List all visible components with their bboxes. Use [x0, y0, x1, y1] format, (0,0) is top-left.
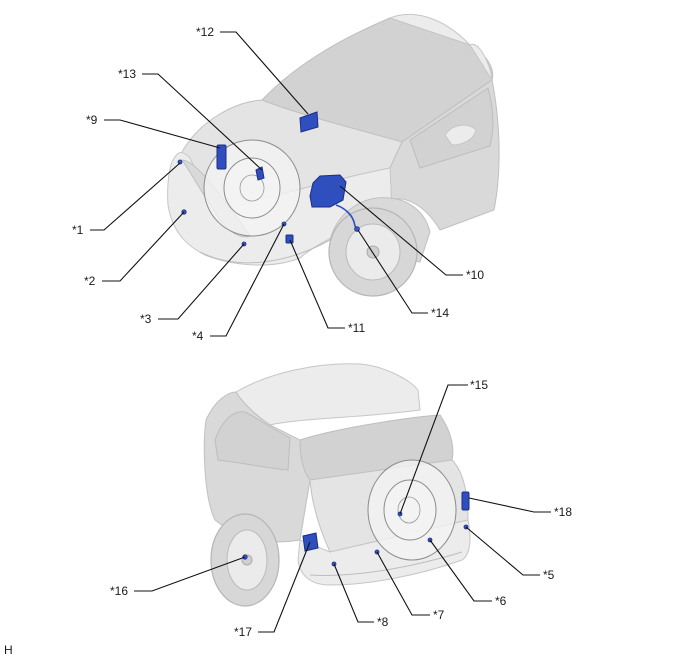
leader-1	[90, 162, 181, 231]
callout-17: *17	[234, 625, 252, 639]
callout-3: *3	[140, 312, 152, 326]
leader-4	[210, 223, 285, 337]
callout-14: *14	[431, 306, 449, 320]
leader-6	[429, 539, 492, 602]
front-sensor-1	[177, 159, 183, 165]
rear-radar-sensor	[461, 491, 470, 511]
front-radar-sensor	[216, 144, 227, 170]
callout-13: *13	[118, 67, 136, 81]
leader-3	[158, 243, 245, 320]
leader-8	[333, 563, 374, 623]
callout-5: *5	[543, 568, 555, 582]
callout-11: *11	[348, 321, 365, 335]
callout-9: *9	[86, 113, 98, 127]
leader-5	[465, 526, 540, 576]
rear-side-window	[214, 411, 291, 471]
leader-16	[134, 556, 246, 592]
callout-8: *8	[377, 615, 389, 629]
callout-18: *18	[554, 505, 572, 519]
leader-13	[142, 73, 263, 171]
leader-10	[339, 185, 463, 276]
front-control-module	[299, 111, 319, 133]
leader-11	[289, 239, 345, 329]
callout-2: *2	[84, 274, 96, 288]
rear-side-module	[302, 532, 319, 552]
front-mirror	[444, 124, 477, 146]
callout-7: *7	[433, 608, 445, 622]
rear-vehicle-view	[203, 363, 471, 607]
front-small-actuator	[255, 166, 265, 181]
figure-code: H	[4, 643, 13, 657]
leader-15	[399, 384, 468, 515]
leader-14	[357, 229, 428, 314]
leader-18	[468, 497, 551, 513]
callout-labels: *1 *2 *3 *4 *9 *13 *12 *10 *11 *14 *15 *…	[72, 25, 572, 639]
front-lower-sensor	[285, 234, 294, 244]
leader-17	[258, 541, 311, 633]
front-ecu-assembly	[309, 174, 347, 208]
rear-roof	[235, 363, 421, 426]
callout-1: *1	[72, 223, 84, 237]
callout-12: *12	[196, 25, 214, 39]
callout-6: *6	[495, 594, 507, 608]
leader-7	[376, 551, 430, 616]
front-vehicle-view	[167, 13, 500, 297]
leader-2	[102, 211, 185, 282]
leader-12	[220, 31, 309, 115]
leader-lines	[90, 31, 551, 633]
callout-16: *16	[110, 584, 128, 598]
callout-15: *15	[470, 378, 488, 392]
callout-4: *4	[192, 329, 204, 343]
front-roof	[388, 13, 493, 81]
callout-10: *10	[466, 268, 484, 282]
leader-9	[104, 119, 221, 149]
